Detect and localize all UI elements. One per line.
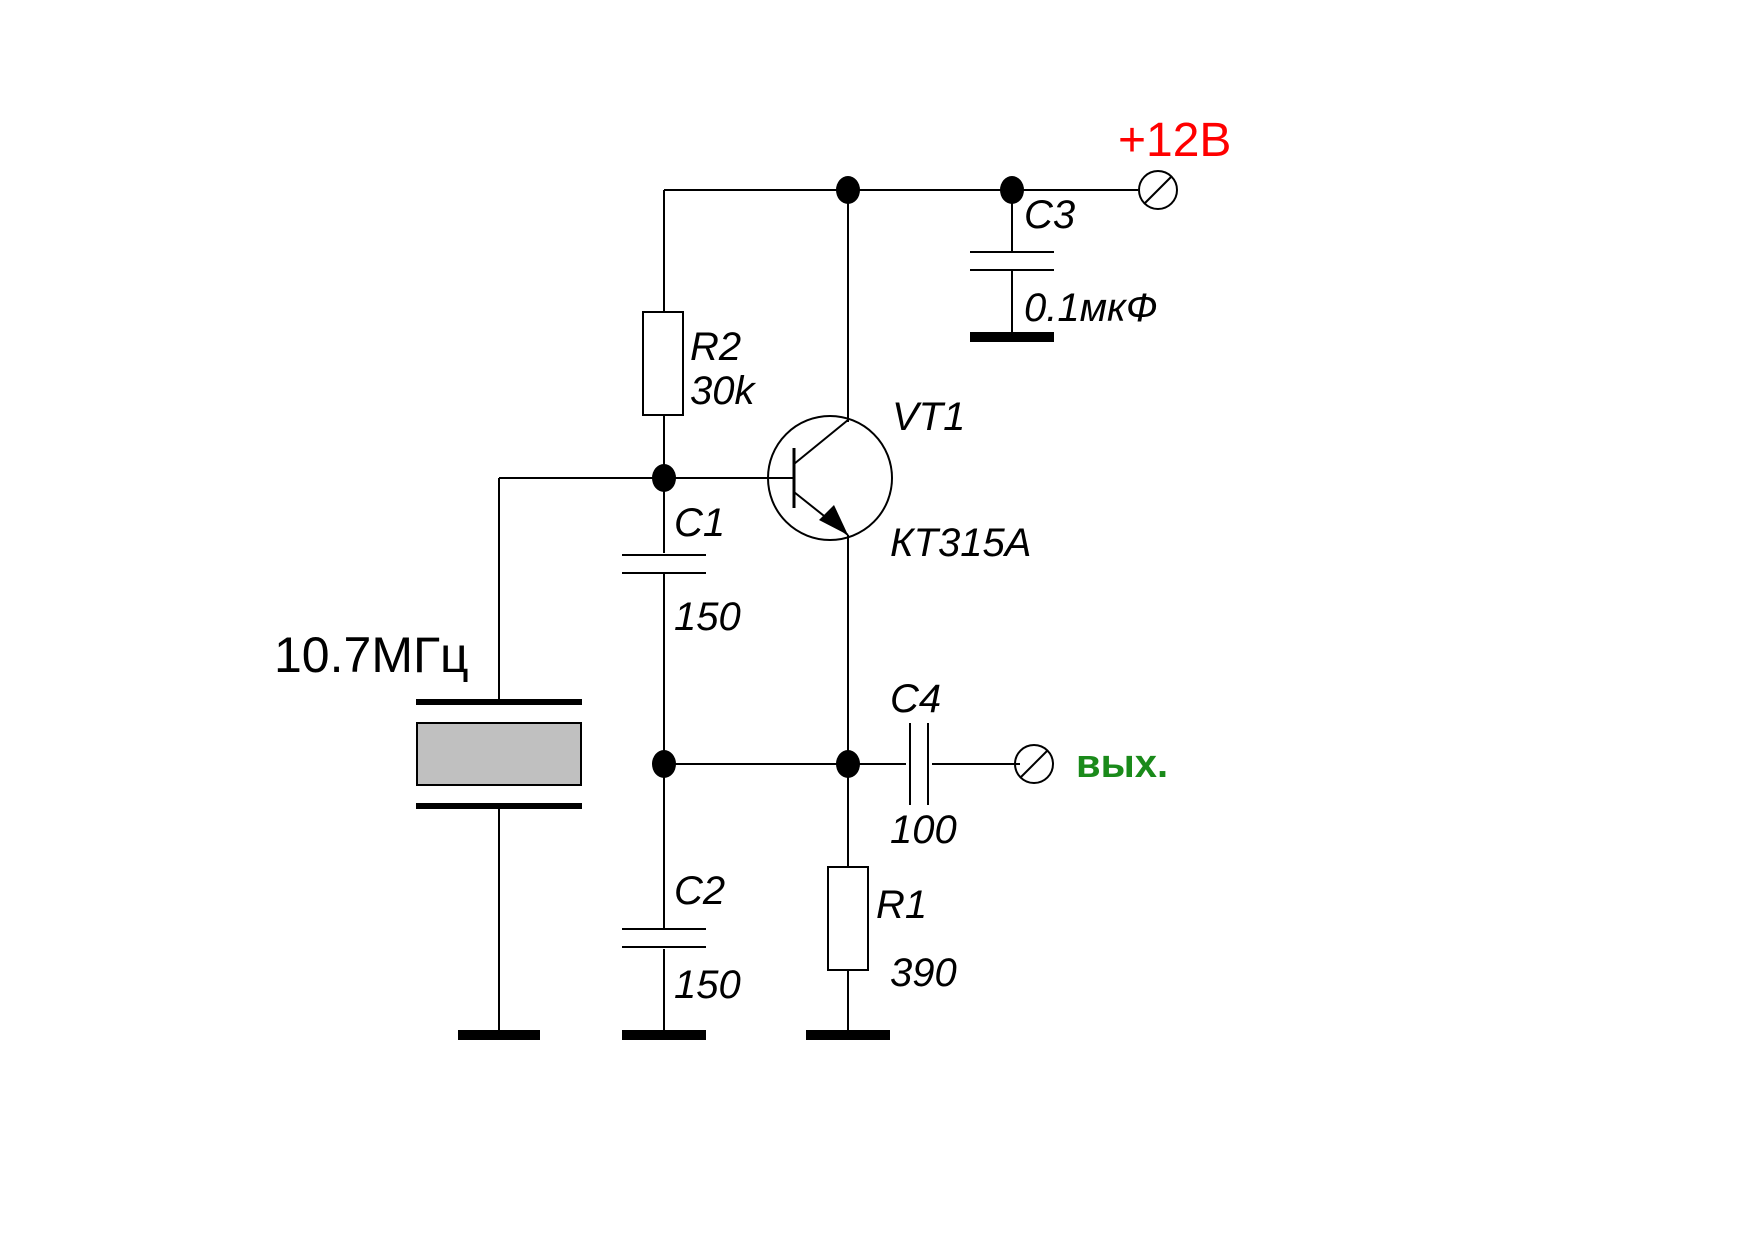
- c1-ref: C1: [674, 501, 725, 545]
- vt1-ref: VT1: [892, 395, 965, 439]
- c3-ref: C3: [1024, 193, 1075, 237]
- c1-value: 150: [674, 595, 741, 639]
- c4-value: 100: [890, 808, 957, 852]
- c4-capacitor: [909, 723, 929, 805]
- c2-ref: C2: [674, 869, 725, 913]
- junction-dot: [836, 750, 860, 778]
- r2-value: 30k: [690, 369, 756, 413]
- c2-capacitor: [622, 928, 706, 948]
- terminal-circle: [1138, 170, 1178, 210]
- junction-dot: [836, 176, 860, 204]
- c4-ref: C4: [890, 677, 941, 721]
- r1-resistor: [827, 866, 869, 971]
- r2-resistor: [642, 311, 684, 416]
- c1-capacitor: [622, 554, 706, 574]
- terminal-circle: [1014, 744, 1054, 784]
- crystal: [416, 699, 582, 809]
- junction-dot: [652, 464, 676, 492]
- power-label: +12В: [1118, 114, 1231, 167]
- c3-value: 0.1мкФ: [1024, 286, 1158, 330]
- terminal-slash: [1143, 175, 1173, 205]
- junction-dot: [1000, 176, 1024, 204]
- junctions: [652, 176, 1024, 778]
- terminal-slash: [1019, 749, 1049, 779]
- crystal-frequency: 10.7МГц: [274, 627, 469, 683]
- r1-value: 390: [890, 951, 957, 995]
- output-label: вых.: [1076, 742, 1168, 786]
- grounds: [458, 332, 1054, 1040]
- r1-ref: R1: [876, 883, 927, 927]
- power-terminal: [1138, 170, 1178, 210]
- c3-capacitor: [970, 251, 1054, 271]
- collector-lead: [793, 419, 849, 465]
- emitter-arrow: [819, 505, 848, 535]
- output-terminal: [1014, 744, 1054, 784]
- wires: [498, 189, 1138, 1033]
- c2-value: 150: [674, 963, 741, 1007]
- vt1-type: КТ315А: [890, 521, 1031, 565]
- junction-dot: [652, 750, 676, 778]
- vt1-transistor: [767, 415, 893, 541]
- r2-ref: R2: [690, 325, 741, 369]
- crystal-body: [416, 722, 582, 786]
